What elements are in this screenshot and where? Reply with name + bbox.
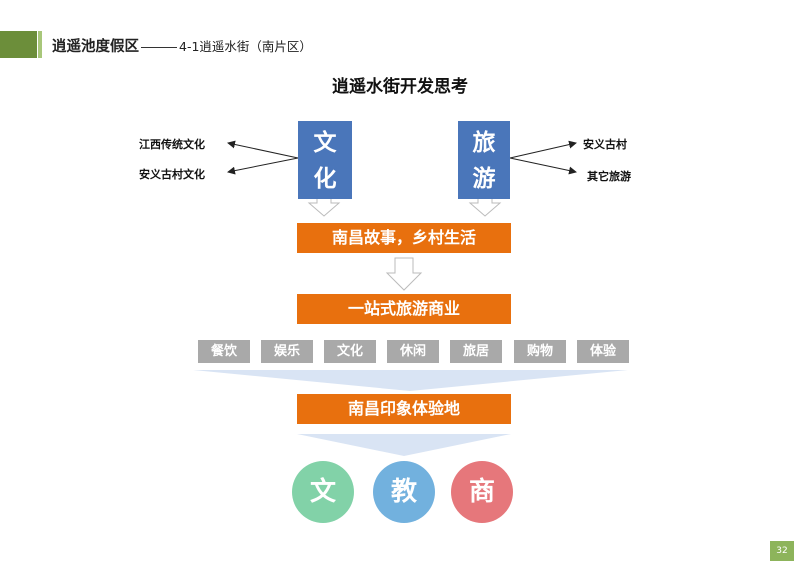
left-item-2: 安义古村文化 [139,168,205,181]
header-subtitle: 4-1逍遥水街（南片区） [179,39,312,54]
down-arrow-right [468,195,502,217]
corner-accent [38,31,42,58]
bar-experience-destination: 南昌印象体验地 [297,394,511,424]
arrow-to-left-item-2 [227,157,299,175]
tourism-box: 旅 游 [458,121,510,199]
arrow-to-right-item-1 [509,140,577,159]
circle-commerce: 商 [451,461,513,523]
page-number: 32 [770,541,794,561]
circle-culture: 文 [292,461,354,523]
corner-block [0,31,37,58]
header-dash [141,46,177,48]
page-header: 逍遥池度假区 4-1逍遥水街（南片区） [52,35,312,56]
left-item-1: 江西传统文化 [139,138,205,151]
right-item-1: 安义古村 [583,138,627,151]
culture-box: 文 化 [298,121,352,199]
bar-nanchang-story: 南昌故事，乡村生活 [297,223,511,253]
down-arrow-middle [385,257,423,291]
tag-leisure: 休闲 [387,340,439,363]
tourism-char-2: 游 [472,166,496,192]
tag-stay: 旅居 [450,340,502,363]
tag-shopping: 购物 [514,340,566,363]
funnel-1 [193,370,628,391]
arrow-to-left-item-1 [227,140,299,159]
culture-char-1: 文 [313,130,337,156]
arrow-to-right-item-2 [509,157,577,175]
circle-education: 教 [373,461,435,523]
down-arrow-left [307,195,341,217]
diagram-title: 逍遥水街开发思考 [332,77,468,97]
funnel-2 [297,434,511,456]
header-title: 逍遥池度假区 [52,39,139,55]
tourism-char-1: 旅 [472,130,496,156]
bar-one-stop-commerce: 一站式旅游商业 [297,294,511,324]
culture-char-2: 化 [313,166,337,192]
tag-dining: 餐饮 [198,340,250,363]
right-item-2: 其它旅游 [587,170,631,183]
tag-entertainment: 娱乐 [261,340,313,363]
tag-experience: 体验 [577,340,629,363]
tag-culture: 文化 [324,340,376,363]
